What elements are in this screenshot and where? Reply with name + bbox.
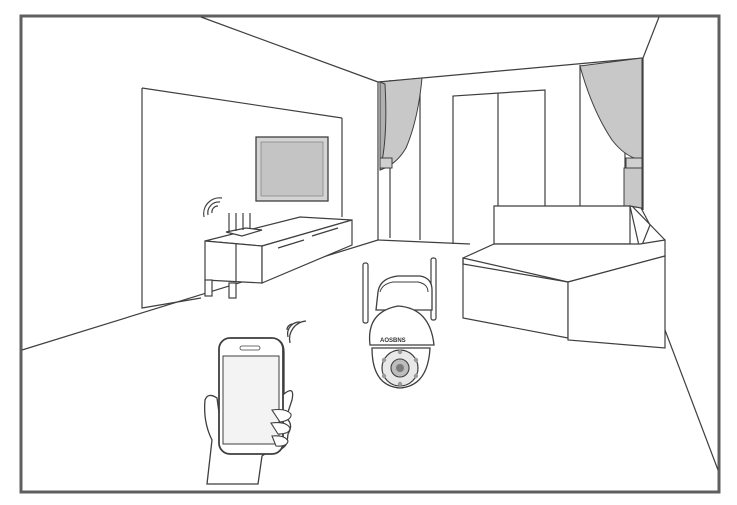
tv-icon — [255, 136, 329, 202]
security-camera-icon[interactable]: AOSBNS — [362, 257, 437, 389]
wifi-signal-icon — [203, 197, 223, 218]
wifi-signal-icon — [286, 320, 307, 344]
router-icon — [225, 213, 263, 237]
curtains — [379, 57, 643, 211]
sofa-icon — [462, 205, 666, 349]
camera-brand-label: AOSBNS — [380, 338, 406, 344]
smartphone-icon[interactable] — [204, 337, 294, 485]
tv-cabinet — [204, 216, 353, 299]
